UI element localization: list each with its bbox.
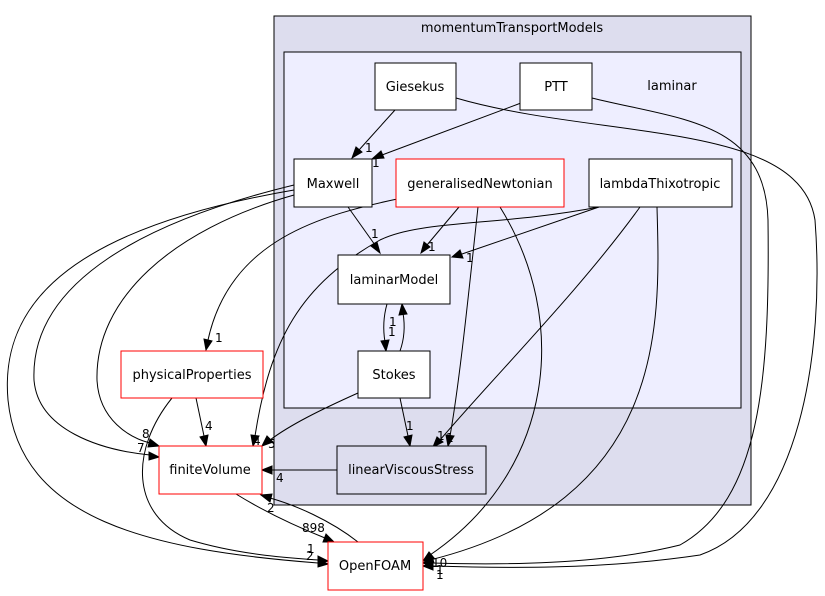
edge-label-stokes-laminar-model: 1 [389, 315, 397, 329]
edge-label-gn-finite-volume: 4 [253, 434, 261, 448]
edge-label-linear-viscous-stress-finite-volume: 4 [276, 471, 284, 485]
edge-label-finite-volume-openfoam: 2 [267, 501, 275, 515]
edge-label-giesekus-maxwell: 1 [365, 141, 373, 155]
edge-label-laminar-model-stokes: 1 [388, 325, 396, 339]
edge-stokes-finite-volume[interactable]: 5 [260, 392, 359, 451]
node-label-physical-properties: physicalProperties [133, 368, 252, 383]
node-label-stokes: Stokes [372, 368, 415, 383]
edge-label-gn-physical-properties: 1 [215, 331, 223, 345]
edge-label-stokes-finite-volume: 5 [268, 437, 276, 451]
edge-label-ptt-maxwell: 1 [372, 156, 380, 170]
node-linear-viscous-stress[interactable]: linearViscousStress [336, 445, 487, 495]
edge-ptt-maxwell[interactable]: 1 [370, 102, 522, 170]
node-giesekus[interactable]: Giesekus [374, 62, 457, 111]
cluster-title-momentum-transport-models: momentumTransportModels [421, 21, 604, 36]
edge-openfoam-finite-volume[interactable]: 898 [259, 493, 359, 543]
node-openfoam[interactable]: OpenFOAM [327, 541, 424, 591]
edge-lt-laminar-model[interactable]: 1 [450, 206, 600, 265]
edge-label-lt-linear-viscous-stress: 1 [446, 431, 454, 445]
node-generalised-newtonian[interactable]: generalisedNewtonian [395, 158, 565, 208]
edge-stokes-linear-viscous-stress[interactable]: 1 [399, 397, 414, 448]
node-maxwell[interactable]: Maxwell [293, 158, 373, 208]
edge-stokes-laminar-model[interactable]: 1 [389, 302, 408, 352]
node-label-laminar-model: laminarModel [350, 273, 438, 288]
edges: 1 1 1 1 1 1 [6, 97, 818, 582]
node-label-lambda-thixotropic: lambdaThixotropic [600, 177, 721, 192]
edge-laminar-model-stokes[interactable]: 1 [380, 303, 396, 353]
node-label-finite-volume: finiteVolume [169, 463, 251, 478]
edge-ptt-openfoam[interactable]: 10 1 1 [421, 97, 769, 582]
node-laminar-model[interactable]: laminarModel [337, 254, 451, 305]
edge-label-physical-properties-openfoam: 1 [307, 542, 315, 556]
edge-label-openfoam-right-b: 1 [436, 563, 444, 577]
edge-linear-viscous-stress-finite-volume[interactable]: 4 [260, 465, 337, 485]
node-label-ptt: PTT [544, 80, 568, 95]
node-label-linear-viscous-stress: linearViscousStress [348, 463, 474, 478]
node-label-openfoam: OpenFOAM [339, 559, 411, 574]
edge-label-maxwell-finite-volume-b: 7 [137, 441, 145, 455]
edge-label-openfoam-right-a: 10 [432, 556, 447, 570]
node-label-maxwell: Maxwell [307, 177, 360, 192]
edge-label-maxwell-finite-volume-a: 8 [142, 427, 150, 441]
node-lambda-thixotropic[interactable]: lambdaThixotropic [588, 158, 733, 208]
node-ptt[interactable]: PTT [519, 62, 593, 111]
edge-maxwell-finite-volume[interactable]: 8 7 [33, 184, 295, 461]
node-finite-volume[interactable]: finiteVolume [158, 445, 263, 495]
node-physical-properties[interactable]: physicalProperties [120, 350, 264, 399]
node-label-generalised-newtonian: generalisedNewtonian [407, 177, 553, 192]
edge-label-maxwell-openfoam: 2 [306, 549, 314, 563]
edge-physical-properties-finite-volume[interactable]: 4 [195, 397, 213, 448]
edge-label-gn-laminar-model: 1 [428, 240, 436, 254]
node-label-giesekus: Giesekus [386, 80, 445, 95]
edge-gn-linear-viscous-stress[interactable]: 1 [437, 206, 479, 448]
edge-label-lt-laminar-model: 1 [466, 251, 474, 265]
cluster-title-laminar: laminar [647, 79, 697, 94]
edge-gn-finite-volume[interactable]: 4 [250, 206, 600, 448]
edge-label-openfoam-finite-volume: 898 [302, 521, 325, 535]
node-stokes[interactable]: Stokes [357, 350, 431, 399]
edge-lt-linear-viscous-stress[interactable]: 1 [432, 206, 641, 449]
edge-label-physical-properties-finite-volume: 4 [205, 419, 213, 433]
edge-giesekus-maxwell[interactable]: 1 [351, 109, 396, 160]
edge-label-maxwell-laminar-model: 1 [371, 227, 379, 241]
edge-label-gn-linear-viscous-stress: 1 [437, 429, 445, 443]
edge-label-stokes-linear-viscous-stress: 1 [406, 419, 414, 433]
edge-label-openfoam-right-c: 1 [436, 568, 444, 582]
edge-maxwell-openfoam[interactable]: 2 [6, 189, 330, 568]
